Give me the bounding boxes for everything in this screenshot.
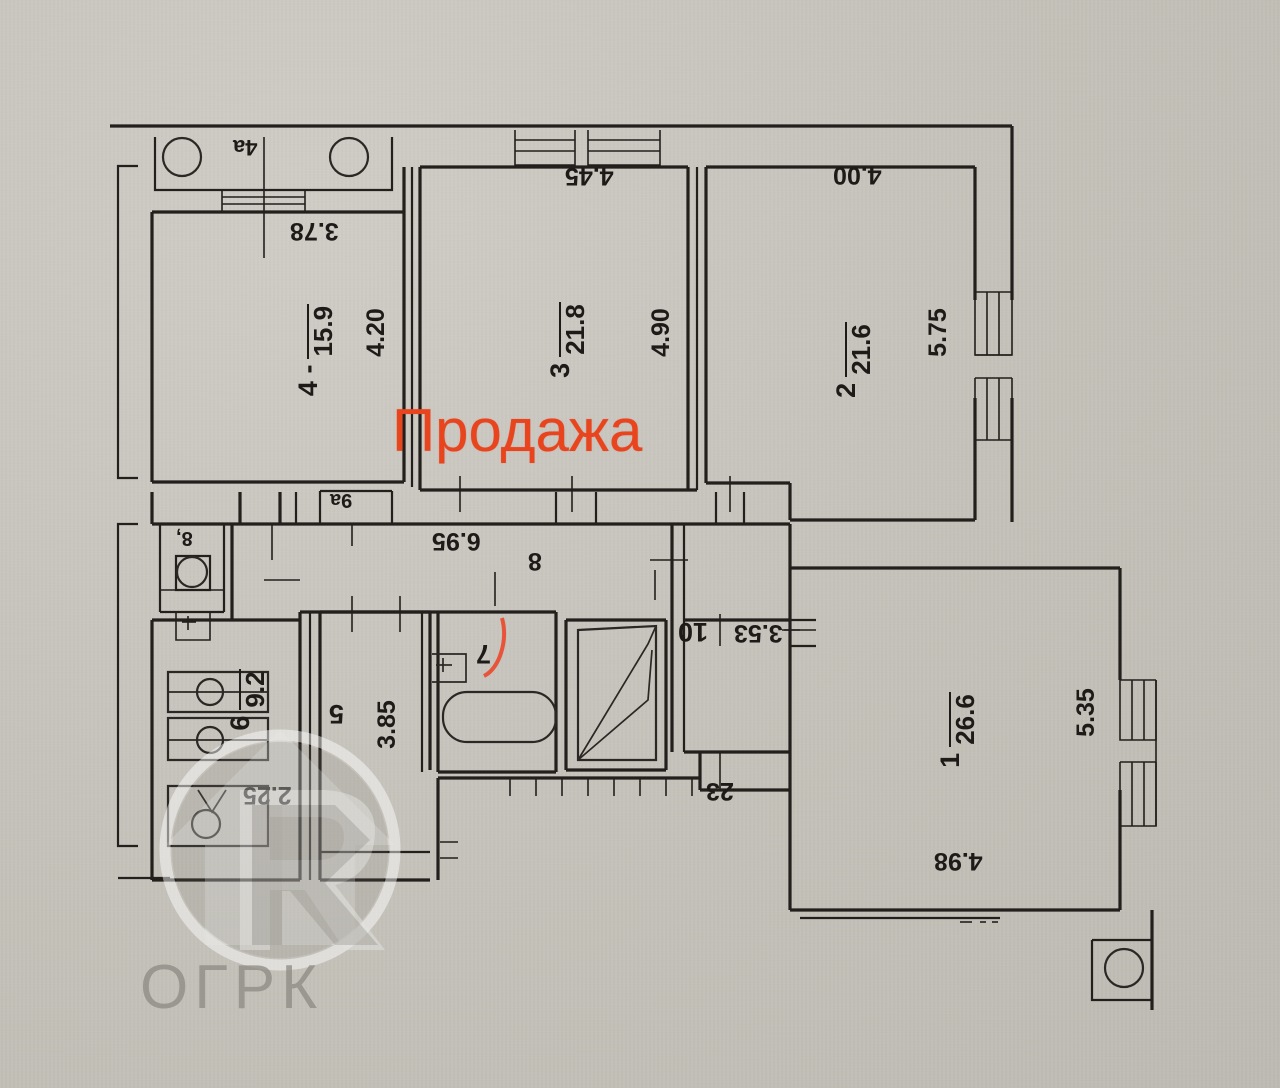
dimension-4-20: 4.20: [361, 308, 390, 357]
sale-overlay-text: Продажа: [392, 397, 643, 464]
room-1-label: 1 · 26.6: [910, 670, 990, 790]
room-2-label: 2 · 21.6: [806, 300, 886, 420]
dimension-4-00: 4.00: [833, 161, 882, 189]
room-4-area: 15.9: [308, 305, 339, 357]
room-23-label: 23: [706, 777, 734, 805]
dimension-3-53: 3.53: [734, 619, 783, 647]
room-6-label: 6 · 9.2: [200, 640, 280, 760]
room-8-number: 8: [528, 547, 542, 575]
dimension-5-35: 5.35: [1071, 688, 1100, 737]
room-4-number: 4 -: [292, 364, 323, 397]
room-4-label: 4 - · 15.9: [268, 290, 348, 410]
room-2-area: 21.6: [846, 324, 877, 375]
dimension-6-95: 6.95: [432, 527, 481, 555]
room-1-area: 26.6: [950, 694, 981, 745]
dimension-4-45: 4.45: [565, 162, 614, 190]
closet-label-9a: 9а: [330, 489, 353, 511]
room-6-area: 9.2: [240, 671, 271, 708]
dimension-3-85: 3.85: [372, 700, 401, 749]
room-3-label: 3 · 21.8: [520, 280, 600, 400]
balcony-label-4a: 4а: [233, 135, 258, 160]
dimension-4-90: 4.90: [646, 308, 675, 357]
dimension-5-75: 5.75: [923, 308, 952, 357]
brand-watermark-text: ОГРК: [140, 953, 324, 1022]
room-3-number: 3: [544, 362, 575, 378]
room-5-number: 5: [329, 699, 345, 729]
room-7-number: 7: [476, 639, 492, 669]
dimension-3-78: 3.78: [290, 217, 339, 245]
dimension-4-98: 4.98: [934, 847, 983, 875]
dimension-2-25: 2.25: [243, 781, 292, 809]
room-2-number: 2: [830, 382, 861, 398]
room-6-number: 6: [224, 715, 255, 731]
closet-label-8a: 8,: [176, 527, 193, 549]
room-10-number: 10: [678, 617, 709, 647]
room-3-area: 21.8: [560, 304, 591, 355]
room-1-number: 1: [934, 752, 965, 768]
